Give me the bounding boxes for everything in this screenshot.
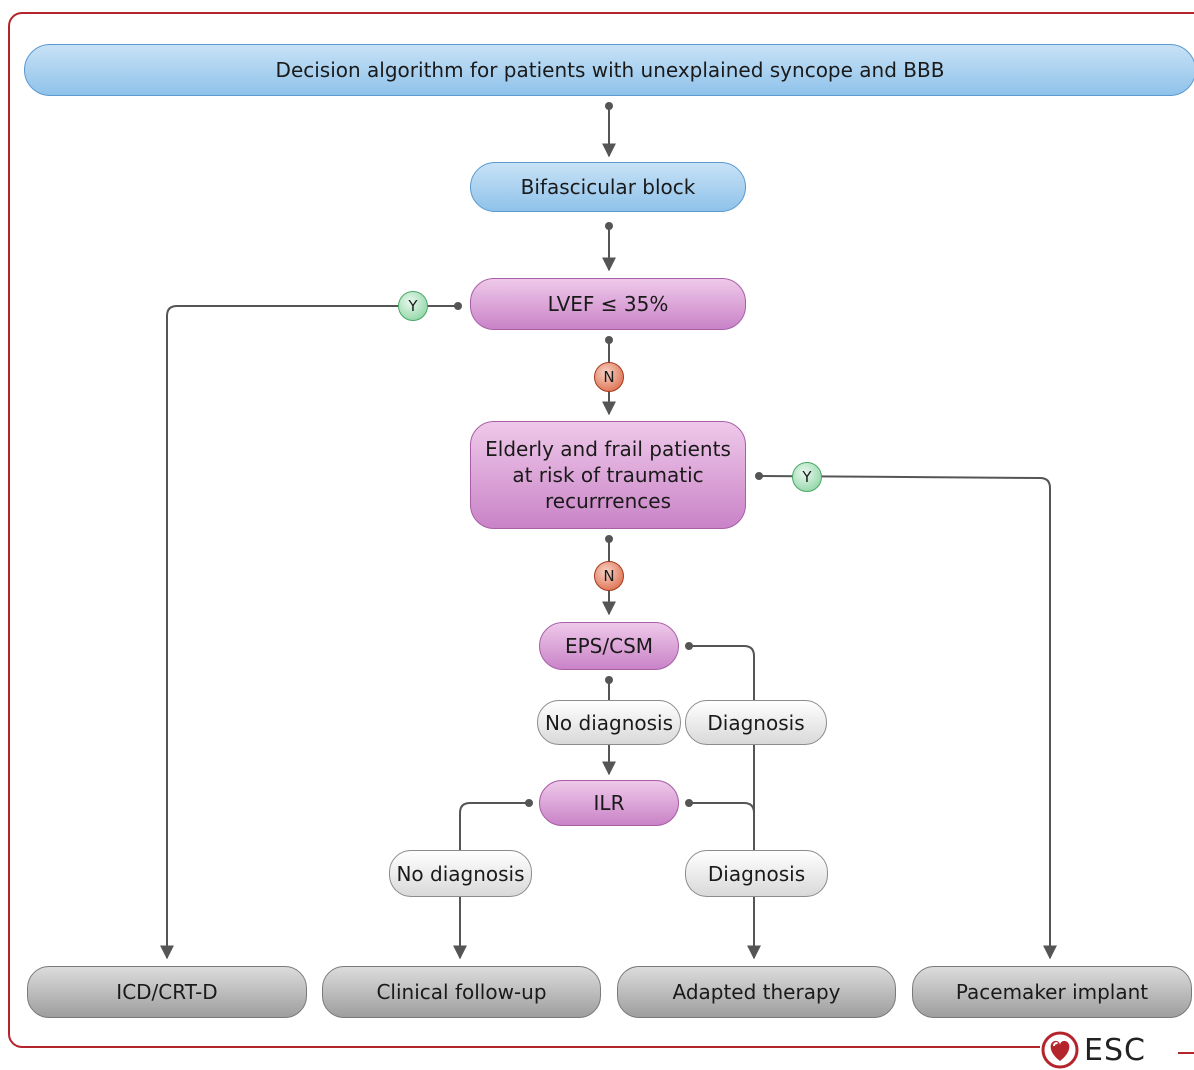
no-diagnosis-label-1: No diagnosis xyxy=(544,710,674,735)
title-box: Decision algorithm for patients with une… xyxy=(24,44,1194,96)
arrow-elderly-pacemaker xyxy=(758,475,1057,960)
line-eps-diagnosis xyxy=(689,645,755,700)
bifascicular-label: Bifascicular block xyxy=(520,175,696,199)
icd-label: ICD/CRT-D xyxy=(116,980,218,1004)
line-ilr-diagnosis xyxy=(689,802,755,850)
diagnosis-label-1: Diagnosis xyxy=(707,710,805,735)
diagram-title: Decision algorithm for patients with une… xyxy=(275,58,945,82)
yes-badge-elderly: Y xyxy=(792,462,822,492)
connector-dots xyxy=(454,102,763,807)
elderly-frail-box: Elderly and frail patients at risk of tr… xyxy=(470,421,746,529)
line-ilr-nodiag xyxy=(459,802,529,850)
outer-frame xyxy=(8,12,1194,1048)
followup-label: Clinical follow-up xyxy=(376,980,547,1004)
yes-badge-lvef: Y xyxy=(398,291,428,321)
arrow-lvef-icd xyxy=(160,305,458,960)
no-badge-elderly: N xyxy=(594,561,624,591)
elderly-label: Elderly and frail patients at risk of tr… xyxy=(485,437,731,513)
no-diagnosis-box-2: No diagnosis xyxy=(389,850,532,897)
esc-logo-text: ESC xyxy=(1084,1033,1146,1068)
eps-csm-box: EPS/CSM xyxy=(539,622,679,670)
outcome-clinical-follow-up: Clinical follow-up xyxy=(322,966,601,1018)
ilr-box: ILR xyxy=(539,780,679,826)
no-diagnosis-box-1: No diagnosis xyxy=(537,700,681,745)
heart-icon xyxy=(1041,1031,1079,1069)
lvef-box: LVEF ≤ 35% xyxy=(470,278,746,330)
no-badge-lvef: N xyxy=(594,362,624,392)
esc-logo: ESC xyxy=(1040,1030,1194,1070)
lvef-label: LVEF ≤ 35% xyxy=(547,292,669,316)
diagnosis-box-1: Diagnosis xyxy=(685,700,827,745)
outcome-icd-crtd: ICD/CRT-D xyxy=(27,966,307,1018)
outcome-adapted-therapy: Adapted therapy xyxy=(617,966,896,1018)
diagnosis-box-2: Diagnosis xyxy=(685,850,828,897)
no-diagnosis-label-2: No diagnosis xyxy=(396,861,525,886)
ilr-label: ILR xyxy=(593,791,625,815)
bifascicular-block-box: Bifascicular block xyxy=(470,162,746,212)
pacemaker-label: Pacemaker implant xyxy=(955,980,1149,1004)
adapted-label: Adapted therapy xyxy=(672,980,841,1004)
diagnosis-label-2: Diagnosis xyxy=(707,861,806,886)
logo-line xyxy=(1178,1052,1194,1054)
outcome-pacemaker-implant: Pacemaker implant xyxy=(912,966,1192,1018)
eps-label: EPS/CSM xyxy=(564,634,654,658)
